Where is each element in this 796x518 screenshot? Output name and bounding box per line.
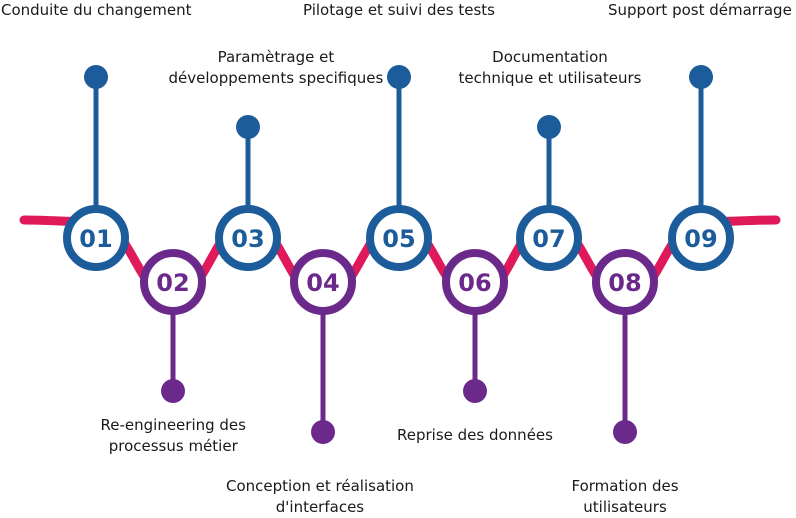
step-label-line: Conception et réalisation — [226, 477, 414, 495]
step-number: 07 — [532, 225, 565, 253]
step-label-line: d'interfaces — [275, 498, 365, 516]
step-number: 02 — [156, 269, 189, 297]
step-number: 08 — [608, 269, 641, 297]
marker-dot — [463, 379, 487, 403]
marker-dot — [537, 115, 561, 139]
marker-dot — [613, 420, 637, 444]
step-09: 09 — [668, 65, 734, 271]
marker-dot — [84, 65, 108, 89]
marker-dot — [311, 420, 335, 444]
step-number: 09 — [684, 225, 717, 253]
step-circle — [215, 205, 281, 271]
step-circle — [290, 249, 356, 315]
step-02: 02 — [140, 249, 206, 403]
step-08: 08 — [592, 249, 658, 444]
step-04: 04 — [290, 249, 356, 444]
step-label-06: Reprise des données — [397, 425, 553, 446]
step-label-line: utilisateurs — [583, 498, 667, 516]
marker-dot — [689, 65, 713, 89]
marker-dot — [387, 65, 411, 89]
marker-dot — [161, 379, 185, 403]
step-label-08: Formation des utilisateurs — [572, 476, 679, 518]
step-label-line: Documentation — [492, 48, 608, 66]
step-label-04: Conception et réalisation d'interfaces — [226, 476, 414, 518]
step-number: 04 — [306, 269, 339, 297]
step-label-line: Formation des — [571, 477, 679, 495]
step-label-line: processus métier — [108, 437, 238, 455]
step-label-07: Documentation technique et utilisateurs — [459, 47, 642, 89]
step-circle — [140, 249, 206, 315]
step-label-line: développements specifiques — [168, 69, 384, 87]
step-circle — [63, 205, 129, 271]
step-number: 03 — [231, 225, 264, 253]
step-circle — [592, 249, 658, 315]
step-06: 06 — [442, 249, 508, 403]
step-label-01: Conduite du changement — [1, 0, 191, 21]
step-label-line: technique et utilisateurs — [458, 69, 642, 87]
step-number: 05 — [382, 225, 415, 253]
step-label-line: Support post démarrage — [608, 1, 792, 19]
step-05: 05 — [366, 65, 432, 271]
marker-dot — [236, 115, 260, 139]
step-label-line: Pilotage et suivi des tests — [303, 1, 495, 19]
step-label-line: Re-engineering des — [100, 416, 246, 434]
step-label-line: Reprise des données — [397, 426, 553, 444]
step-circle — [516, 205, 582, 271]
step-03: 03 — [215, 115, 281, 271]
step-number: 01 — [79, 225, 112, 253]
step-circle — [366, 205, 432, 271]
step-label-02: Re-engineering des processus métier — [101, 415, 246, 457]
step-07: 07 — [516, 115, 582, 271]
step-label-line: Paramètrage et — [217, 48, 335, 66]
step-01: 01 — [63, 65, 129, 271]
step-label-line: Conduite du changement — [1, 1, 192, 19]
step-circle — [668, 205, 734, 271]
step-label-09: Support post démarrage — [608, 0, 792, 21]
step-circle — [442, 249, 508, 315]
step-number: 06 — [458, 269, 491, 297]
step-label-03: Paramètrage et développements specifiques — [169, 47, 384, 89]
step-label-05: Pilotage et suivi des tests — [303, 0, 495, 21]
